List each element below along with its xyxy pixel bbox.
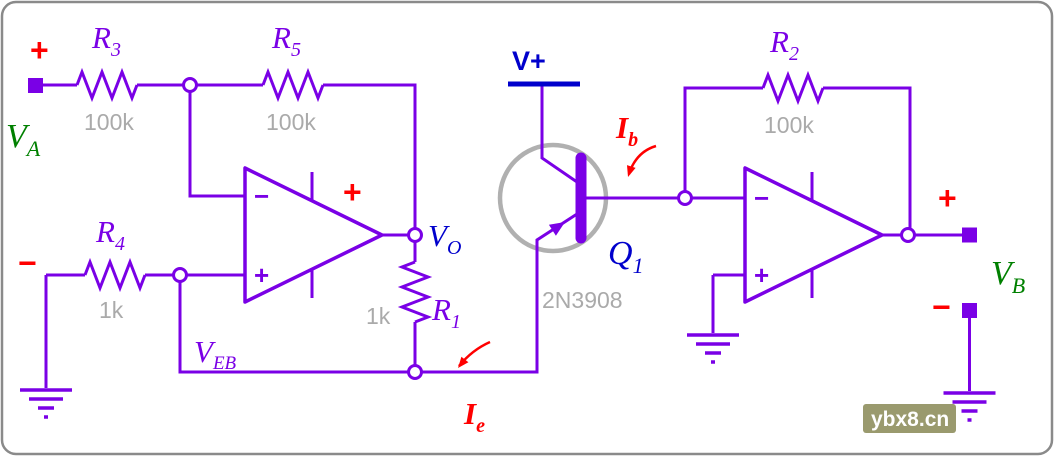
wire <box>43 83 417 388</box>
ground-symbol-left <box>20 388 72 419</box>
terminal-square-output-plus <box>962 227 977 243</box>
junction-node <box>172 267 188 283</box>
junction-node <box>407 364 423 380</box>
label-q1: Q1 <box>608 235 644 278</box>
value-r4: 1k <box>99 297 124 323</box>
opamp-1-output-polarity-plus: + <box>343 174 362 210</box>
left-section: + VA R3 100k R5 100k − R4 1k − + + VO R1… <box>6 20 461 419</box>
value-q1-part-number: 2N3908 <box>542 287 623 313</box>
resistor-r4 <box>83 257 147 293</box>
label-r2: R2 <box>769 24 799 65</box>
output-node-vb <box>900 227 916 243</box>
wire <box>683 86 971 391</box>
junction-node <box>182 77 198 93</box>
resistor-r2 <box>761 70 825 106</box>
label-r4: R4 <box>95 214 125 255</box>
right-section: R2 100k − + + VB − <box>683 24 1025 422</box>
polarity-plus-label: + <box>30 32 49 68</box>
label-vo: VO <box>428 218 461 259</box>
resistor-r3 <box>75 67 139 103</box>
watermark-text: ybx8.cn <box>871 408 949 431</box>
opamp-2-inverting-input-label: − <box>754 183 769 213</box>
transistor-q1: V+ Q1 2N3908 Ib Ie <box>421 46 693 437</box>
value-r1: 1k <box>366 303 391 329</box>
watermark-background <box>863 404 956 433</box>
label-r3: R3 <box>91 20 121 61</box>
output-node-vo <box>407 227 423 243</box>
base-junction-node <box>677 190 693 206</box>
output-polarity-minus: − <box>932 289 951 325</box>
label-r1: R1 <box>431 292 461 333</box>
label-ie-current: Ie <box>463 396 485 437</box>
pnp-emitter-arrow <box>548 222 565 236</box>
label-vplus-supply: V+ <box>512 46 546 76</box>
label-r5: R5 <box>271 20 301 61</box>
polarity-minus-label: − <box>18 245 37 281</box>
terminal-square-input-plus <box>28 78 43 93</box>
output-polarity-plus: + <box>938 180 957 216</box>
opamp-1-noninverting-input-label: + <box>254 260 269 290</box>
ground-symbol-right <box>943 391 996 422</box>
value-r3: 100k <box>84 109 134 135</box>
ground-symbol-opamp2 <box>687 333 739 364</box>
ie-current-arrowhead <box>458 356 469 368</box>
value-r2: 100k <box>764 112 814 138</box>
watermark: ybx8.cn <box>863 404 956 433</box>
opamp-1-inverting-input-label: − <box>254 181 269 211</box>
ib-current-arrowhead <box>627 165 636 177</box>
resistor-r5 <box>261 67 325 103</box>
value-r5: 100k <box>266 109 316 135</box>
collector-wire <box>540 86 578 184</box>
label-ib-current: Ib <box>615 110 638 151</box>
resistor-r1 <box>397 260 433 324</box>
terminal-square-output-minus <box>962 303 977 318</box>
label-veb: VEB <box>194 334 237 374</box>
opamp-2-noninverting-input-label: + <box>754 260 769 290</box>
